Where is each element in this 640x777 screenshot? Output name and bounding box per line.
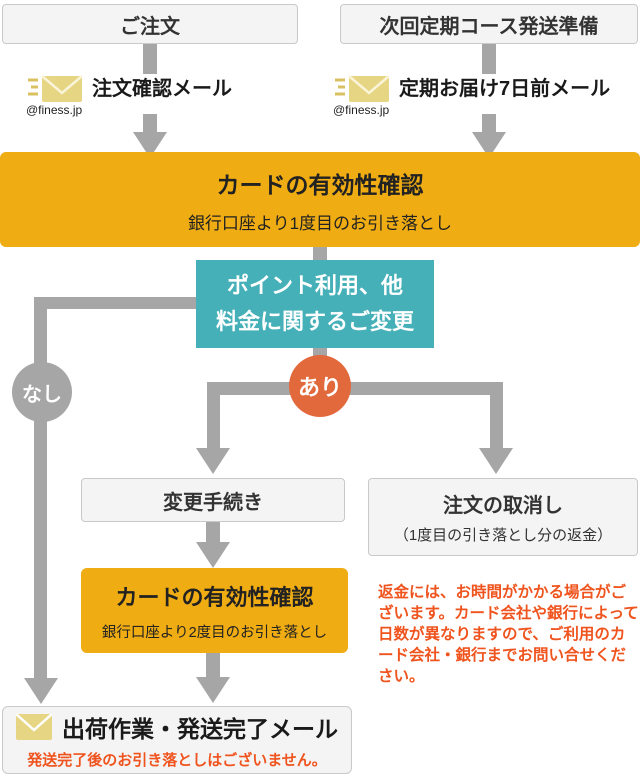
connector-subscription-to-mail xyxy=(482,44,496,74)
card-check-first-box: カードの有効性確認 銀行口座より1度目のお引き落とし xyxy=(0,152,640,247)
connector-mail-to-check xyxy=(482,114,496,136)
pre-delivery-mail-row: @finess.jp 定期お届け7日前メール xyxy=(333,74,610,116)
refund-note: 返金には、お時間がかかる場合がございます。カード会社や銀行によって日数が異なりま… xyxy=(378,584,639,685)
change-procedure-box: 変更手続き xyxy=(81,478,345,522)
mail-send-icon xyxy=(28,75,83,102)
connector-check-to-shipping xyxy=(206,653,220,679)
mail-icon-wrap: @finess.jp xyxy=(333,74,391,116)
change-procedure-label: 変更手続き xyxy=(163,491,263,514)
mail-send-icon xyxy=(335,75,390,102)
arrow-down-icon xyxy=(24,678,58,704)
cancel-order-box: 注文の取消し （1度目の引き落とし分の返金） xyxy=(368,478,638,556)
branch-yes-left-vertical xyxy=(207,382,220,448)
card-check-second-box: カードの有効性確認 銀行口座より2度目のお引き落とし xyxy=(81,568,348,653)
connector-order-to-mail xyxy=(143,44,157,74)
branch-no-vertical-line xyxy=(34,297,47,681)
card-check-first-subtitle: 銀行口座より1度目のお引き落とし xyxy=(187,213,453,233)
arrow-down-icon xyxy=(196,448,230,474)
shipping-complete-box: 出荷作業・発送完了メール 発送完了後のお引き落としはございません。 xyxy=(2,706,352,774)
decision-box: ポイント利用、他 料金に関するご変更 xyxy=(196,260,434,348)
connector-check-to-decision xyxy=(313,247,327,262)
pre-delivery-mail-label: 定期お届け7日前メール xyxy=(399,78,611,100)
shipping-title-row: 出荷作業・発送完了メール xyxy=(16,710,338,744)
order-confirm-mail-label: 注文確認メール xyxy=(92,78,232,100)
card-check-first-title: カードの有効性確認 xyxy=(216,171,424,198)
connector-change-to-check xyxy=(206,522,220,544)
order-step-box: ご注文 xyxy=(2,4,298,44)
connector-mail-to-check xyxy=(143,114,157,136)
subscription-step-box: 次回定期コース発送準備 xyxy=(340,4,638,44)
mail-icon-wrap: @finess.jp xyxy=(26,74,84,116)
branch-yes-right-vertical xyxy=(490,382,503,448)
mail-address: @finess.jp xyxy=(333,103,390,117)
arrow-down-icon xyxy=(196,542,230,568)
decision-line2: 料金に関するご変更 xyxy=(215,309,414,334)
cancel-order-title: 注文の取消し xyxy=(443,495,563,517)
arrow-down-icon xyxy=(479,448,513,474)
mail-address: @finess.jp xyxy=(26,103,83,117)
shipping-complete-title: 出荷作業・発送完了メール xyxy=(62,716,338,742)
card-check-second-subtitle: 銀行口座より2度目のお引き落とし xyxy=(101,624,328,641)
yes-branch-circle: あり xyxy=(289,355,351,417)
branch-no-horizontal-line xyxy=(34,297,196,309)
yes-label: あり xyxy=(297,375,342,400)
mail-icon xyxy=(16,714,52,740)
card-check-second-title: カードの有効性確認 xyxy=(115,584,314,610)
no-branch-circle: なし xyxy=(12,362,72,422)
decision-line1: ポイント利用、他 xyxy=(226,273,403,298)
subscription-step-label: 次回定期コース発送準備 xyxy=(379,15,599,38)
order-step-label: ご注文 xyxy=(120,15,180,38)
order-confirm-mail-row: @finess.jp 注文確認メール xyxy=(26,74,232,116)
no-label: なし xyxy=(22,383,62,406)
cancel-order-subtitle: （1度目の引き落とし分の返金） xyxy=(393,527,613,544)
shipping-complete-note: 発送完了後のお引き落としはございません。 xyxy=(27,752,327,769)
branch-yes-horizontal-line xyxy=(207,382,503,395)
arrow-down-icon xyxy=(196,677,230,703)
